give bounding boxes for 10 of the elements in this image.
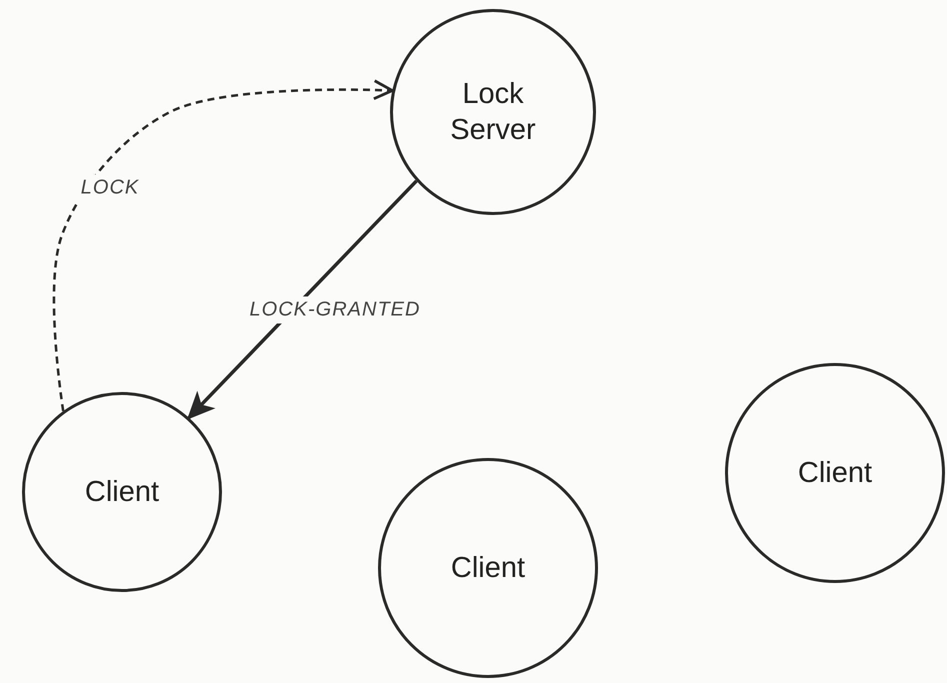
arrow	[186, 180, 418, 420]
node-circle	[390, 9, 596, 215]
node-circle	[22, 392, 222, 592]
arrow	[52, 79, 394, 412]
node-label: Client	[84, 474, 160, 510]
node-label: Client	[450, 550, 526, 586]
node-circle	[725, 363, 945, 583]
node-circle	[378, 458, 598, 678]
node-label: Client	[796, 456, 874, 491]
node-label: Lock Server	[449, 76, 537, 148]
